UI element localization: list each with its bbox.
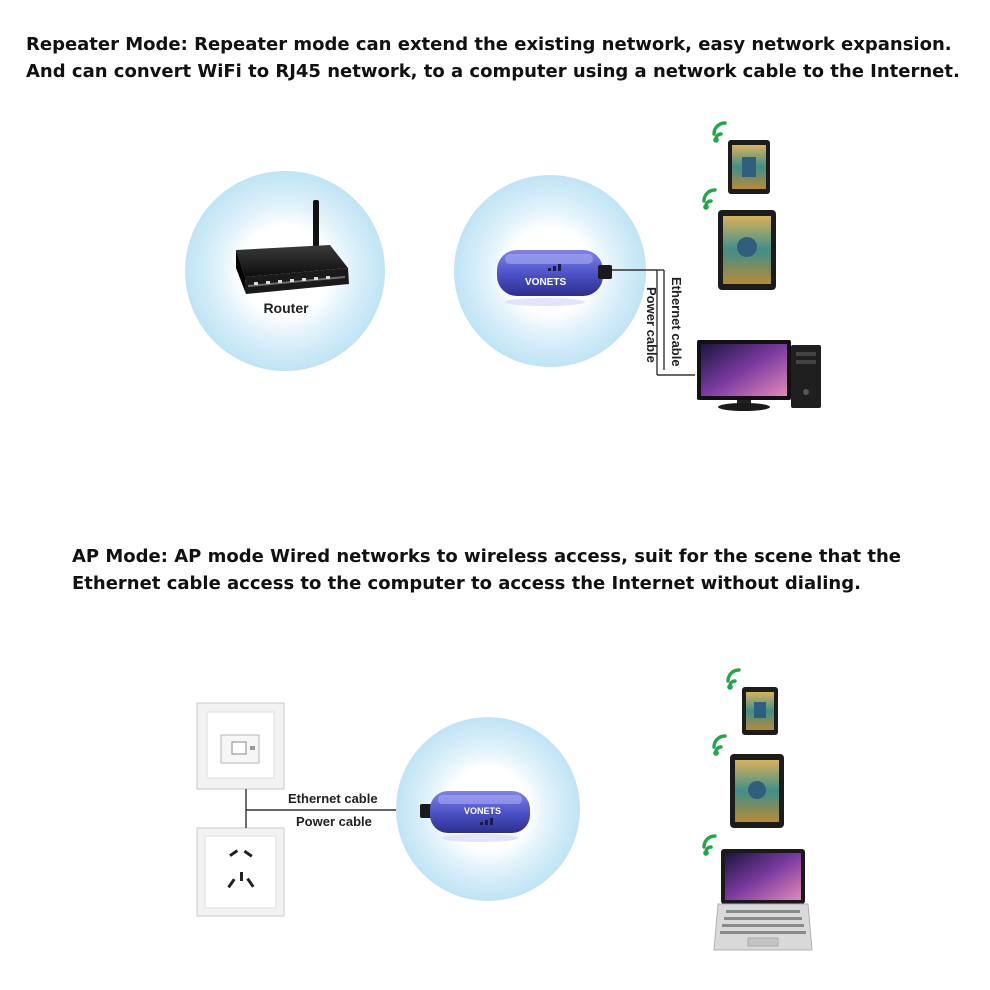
tablet-icon — [730, 754, 784, 828]
phone-icon — [742, 687, 778, 735]
ap-caption-line-2: Ethernet cable access to the computer to… — [72, 573, 861, 594]
repeater-mode-caption: Repeater Mode: Repeater mode can extend … — [26, 31, 960, 85]
wifi-icon — [726, 668, 741, 688]
router-label: Router — [263, 300, 309, 316]
wifi-icon — [702, 834, 717, 854]
wifi-dot — [713, 137, 719, 143]
wifi-dot — [703, 850, 709, 856]
svg-text:VONETS: VONETS — [525, 277, 566, 288]
repeater-ethernet-label: Ethernet cable — [669, 277, 684, 367]
ap-cable-lines — [245, 789, 420, 828]
repeater-caption-line-2: And can convert WiFi to RJ45 network, to… — [26, 61, 960, 82]
ap-caption-line-1: AP Mode: AP mode Wired networks to wirel… — [72, 546, 901, 567]
power-outlet-icon — [196, 827, 285, 917]
ap-power-label: Power cable — [296, 814, 372, 829]
ap-ethernet-label: Ethernet cable — [288, 791, 378, 806]
repeater-device-icon: VONETS — [420, 791, 530, 842]
wifi-dot — [713, 750, 719, 756]
wifi-dot — [727, 684, 733, 690]
wifi-icon — [712, 734, 727, 754]
ethernet-wall-socket-icon — [196, 702, 285, 790]
desktop-monitor-icon — [697, 340, 791, 411]
wifi-icon — [712, 121, 727, 141]
repeater-cable-lines — [612, 269, 695, 376]
laptop-icon — [713, 849, 813, 951]
phone-icon — [728, 140, 770, 194]
pc-tower-icon — [791, 345, 821, 408]
repeater-power-label: Power cable — [644, 287, 659, 363]
repeater-device-icon: VONETS — [497, 250, 612, 306]
wifi-dot — [703, 204, 709, 210]
tablet-icon — [718, 210, 776, 290]
wifi-icon — [702, 188, 717, 208]
router-icon — [236, 200, 349, 294]
repeater-caption-line-1: Repeater Mode: Repeater mode can extend … — [26, 34, 952, 55]
svg-text:VONETS: VONETS — [464, 806, 501, 816]
ap-mode-caption: AP Mode: AP mode Wired networks to wirel… — [72, 543, 901, 597]
